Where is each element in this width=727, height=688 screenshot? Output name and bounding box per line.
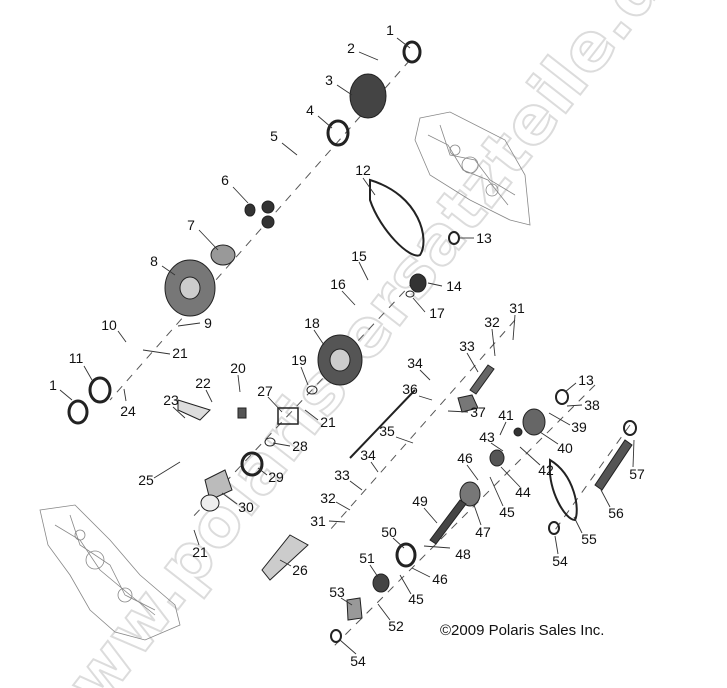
callout-17: 17 (429, 305, 445, 321)
callout-11: 11 (68, 350, 84, 366)
callout-23: 23 (163, 392, 179, 408)
callout-5: 5 (270, 128, 278, 144)
callout-21-lower: 21 (192, 544, 208, 560)
callout-45: 45 (499, 504, 515, 520)
callout-46-lower: 46 (432, 571, 448, 587)
callout-25: 25 (138, 472, 154, 488)
callout-55: 55 (581, 531, 597, 547)
callout-38: 38 (584, 397, 600, 413)
callout-35: 35 (379, 423, 395, 439)
callout-12: 12 (355, 162, 371, 178)
callout-31-lower: 31 (310, 513, 326, 529)
callout-32: 32 (484, 314, 500, 330)
callout-33: 33 (459, 338, 475, 354)
callout-18: 18 (304, 315, 320, 331)
callout-28: 28 (292, 438, 308, 454)
callout-24: 24 (120, 403, 136, 419)
copyright-notice: ©2009 Polaris Sales Inc. (440, 622, 605, 639)
callout-53: 53 (329, 584, 345, 600)
callout-20: 20 (230, 360, 246, 376)
callout-13: 13 (476, 230, 492, 246)
callout-50: 50 (381, 524, 397, 540)
callout-33-lower: 33 (334, 467, 350, 483)
callout-7: 7 (187, 217, 195, 233)
callout-15: 15 (351, 248, 367, 264)
callout-9: 9 (204, 315, 212, 331)
callout-13-right: 13 (578, 372, 594, 388)
callout-54: 54 (350, 653, 366, 669)
gearcase-housing-upper (414, 111, 531, 226)
leader-lines (59, 37, 635, 655)
callout-51: 51 (359, 550, 375, 566)
callout-44: 44 (515, 484, 531, 500)
callout-56: 56 (608, 505, 624, 521)
callout-57: 57 (629, 466, 645, 482)
callout-1: 1 (386, 22, 394, 38)
callout-34: 34 (407, 355, 423, 371)
callout-47: 47 (475, 524, 491, 540)
callout-52: 52 (388, 618, 404, 634)
callout-30: 30 (238, 499, 254, 515)
callout-32-lower: 32 (320, 490, 336, 506)
callout-21-mid: 21 (320, 414, 336, 430)
callout-41: 41 (498, 407, 514, 423)
callout-2: 2 (347, 40, 355, 56)
callout-3: 3 (325, 72, 333, 88)
gearcase-housing-lower (39, 504, 181, 641)
callout-54-right: 54 (552, 553, 568, 569)
callout-14: 14 (446, 278, 462, 294)
callout-4: 4 (306, 102, 314, 118)
part-glyphs (67, 40, 637, 643)
callout-46: 46 (457, 450, 473, 466)
callout-40: 40 (557, 440, 573, 456)
callout-37: 37 (470, 404, 486, 420)
callout-1-lower: 1 (49, 377, 57, 393)
callout-31: 31 (509, 300, 525, 316)
callout-34-lower: 34 (360, 447, 376, 463)
callout-45-lower: 45 (408, 591, 424, 607)
callout-49: 49 (412, 493, 428, 509)
callout-36: 36 (402, 381, 418, 397)
callout-43: 43 (479, 429, 495, 445)
callout-48: 48 (455, 546, 471, 562)
callout-8: 8 (150, 253, 158, 269)
callout-19: 19 (291, 352, 307, 368)
callout-16: 16 (330, 276, 346, 292)
callout-26: 26 (292, 562, 308, 578)
callout-29: 29 (268, 469, 284, 485)
callout-10: 10 (101, 317, 117, 333)
callout-42: 42 (538, 462, 554, 478)
callout-21: 21 (172, 345, 188, 361)
callout-6: 6 (221, 172, 229, 188)
callout-39: 39 (571, 419, 587, 435)
callout-27: 27 (257, 383, 273, 399)
callout-22: 22 (195, 375, 211, 391)
